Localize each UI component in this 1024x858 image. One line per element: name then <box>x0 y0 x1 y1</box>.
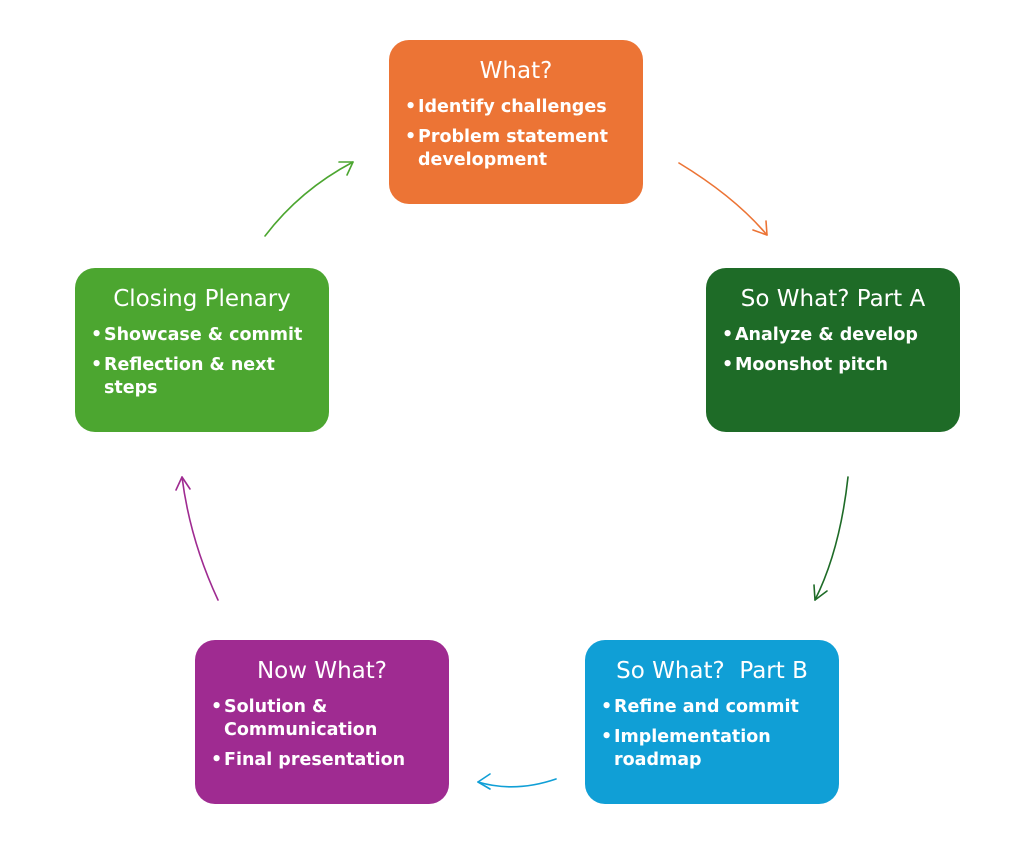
node-now-what: Now What? Solution & Communication Final… <box>195 640 449 804</box>
node-now-what-item: Solution & Communication <box>211 696 435 742</box>
node-closing-plenary-item: Reflection & next steps <box>91 354 315 400</box>
node-closing-plenary: Closing Plenary Showcase & commit Reflec… <box>75 268 329 432</box>
node-now-what-list: Solution & Communication Final presentat… <box>211 696 435 772</box>
node-closing-plenary-list: Showcase & commit Reflection & next step… <box>91 324 315 400</box>
node-sowhat-part-b: So What? Part B Refine and commit Implem… <box>585 640 839 804</box>
node-what-item: Identify challenges <box>405 96 629 119</box>
arrow-sowhat-b-to-nowhat <box>477 773 557 790</box>
node-sowhat-part-b-item: Refine and commit <box>601 696 825 719</box>
arrow-sowhat-a-to-sowhat-b <box>813 476 849 601</box>
node-closing-plenary-title: Closing Plenary <box>113 286 291 312</box>
node-sowhat-part-b-item: Implementation roadmap <box>601 726 825 772</box>
node-closing-plenary-item: Showcase & commit <box>91 324 315 347</box>
node-now-what-title: Now What? <box>256 658 388 684</box>
node-sowhat-part-a: So What? Part A Analyze & develop Moonsh… <box>706 268 960 432</box>
node-sowhat-part-a-list: Analyze & develop Moonshot pitch <box>722 324 946 377</box>
node-sowhat-part-b-list: Refine and commit Implementation roadmap <box>601 696 825 772</box>
arrow-what-to-sowhat-a <box>678 162 768 236</box>
node-what: What? Identify challenges Problem statem… <box>389 40 643 204</box>
node-now-what-item: Final presentation <box>211 749 435 772</box>
node-what-item: Problem statement development <box>405 126 629 172</box>
node-what-list: Identify challenges Problem statement de… <box>405 96 629 172</box>
arrow-nowhat-to-closing <box>175 476 219 601</box>
node-what-title: What? <box>479 58 553 84</box>
node-sowhat-part-a-item: Moonshot pitch <box>722 354 946 377</box>
node-sowhat-part-a-item: Analyze & develop <box>722 324 946 347</box>
node-sowhat-part-a-title: So What? Part A <box>740 286 926 312</box>
arrow-closing-to-what <box>264 161 354 237</box>
node-sowhat-part-b-title: So What? Part B <box>616 658 808 684</box>
